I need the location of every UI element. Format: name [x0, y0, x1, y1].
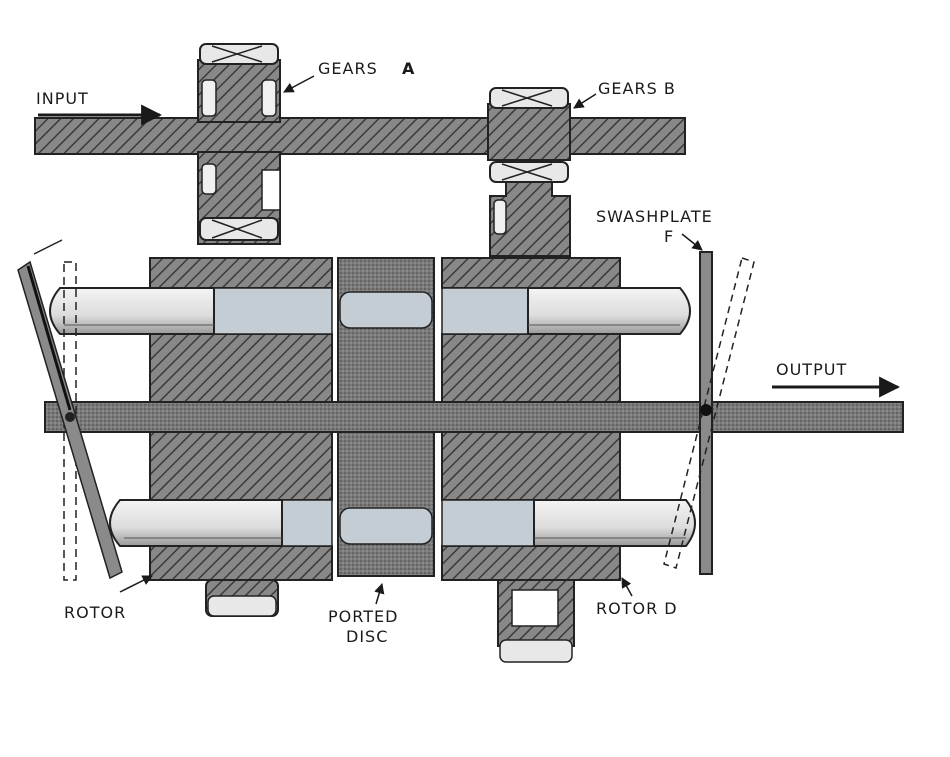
gears-b-leader [573, 93, 597, 109]
gears-b-label: GEARS B [598, 79, 676, 98]
gears-b-hub [489, 181, 571, 257]
input-shaft [34, 117, 686, 155]
gears-a-upper [197, 43, 281, 123]
rotor-d-bottom-block [441, 431, 621, 663]
rotor-d-label: ROTOR D [596, 599, 678, 618]
disc-label: DISC [346, 627, 388, 646]
piston-right-top [527, 287, 691, 335]
output-shaft [44, 401, 904, 433]
piston-right-bottom [533, 499, 696, 547]
ported-disc-leader [374, 582, 385, 605]
swashplate-f [663, 251, 755, 575]
rotor-d-leader [621, 577, 633, 597]
gears-a-lower [197, 151, 281, 245]
rotor-left-label: ROTOR [64, 603, 126, 622]
left-rotor-top-block [149, 257, 333, 403]
input-label: INPUT [36, 89, 89, 108]
rotor-d-top-block [441, 257, 621, 403]
gears-a-leader [283, 75, 315, 93]
ported-label: PORTED [328, 607, 398, 626]
piston-left-bottom [109, 499, 283, 547]
swashplate-label: SWASHPLATE [596, 207, 713, 226]
rotor-left-leader [119, 575, 153, 593]
output-label: OUTPUT [776, 360, 847, 379]
piston-left-top [49, 287, 215, 335]
gears-a-label: GEARS [318, 59, 378, 78]
left-rotor-bottom-block [149, 431, 333, 617]
swashplate-f-label: F [664, 227, 674, 246]
left-swashplate [17, 239, 123, 581]
gears-a-letter: A [402, 59, 415, 78]
swashplate-leader [681, 233, 703, 251]
gears-b-upper [487, 87, 571, 183]
